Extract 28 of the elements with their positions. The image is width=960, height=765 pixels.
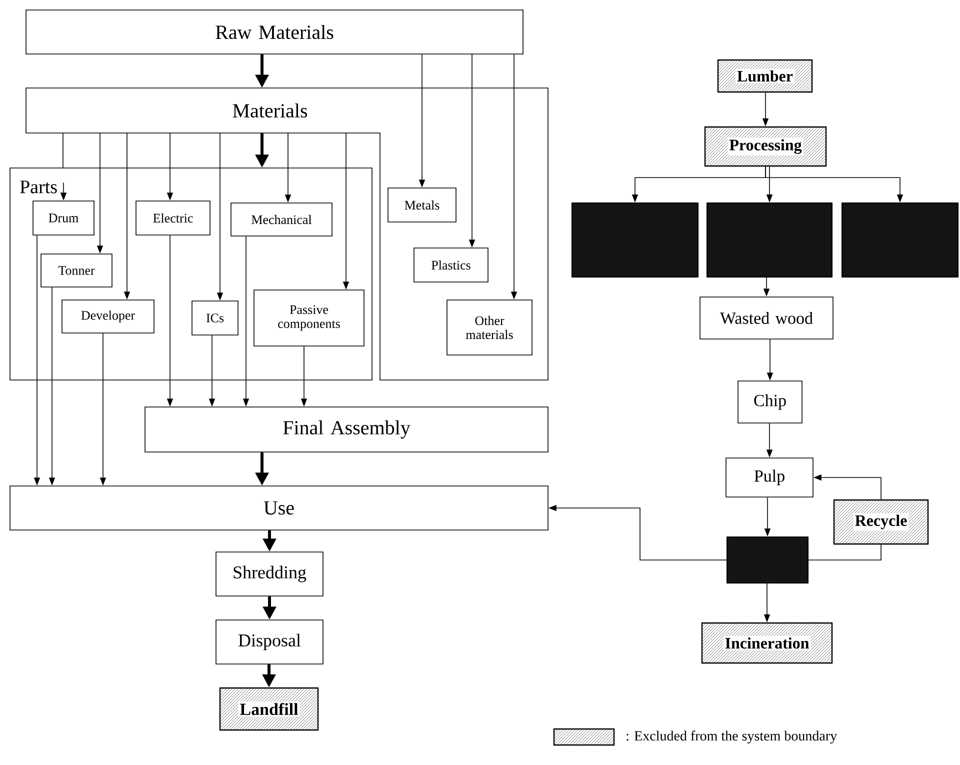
process-box: Passive components [254, 290, 364, 346]
process-box: Disposal [216, 620, 324, 664]
process-box: ICs [192, 300, 238, 336]
excluded-box: Recycle [833, 499, 929, 545]
process-box: Use [10, 486, 548, 530]
process-box: Tonner [40, 254, 112, 288]
excluded-box: Lumber [717, 59, 813, 93]
dark-box [726, 536, 809, 584]
process-box: Mechanical [230, 202, 332, 236]
process-box: Other materials [446, 300, 532, 356]
dark-box [842, 202, 959, 278]
process-box: Raw Materials [26, 10, 524, 54]
process-box: Wasted wood [700, 296, 834, 340]
process-box: Drum [32, 200, 94, 236]
process-box: Plastics [414, 248, 488, 282]
process-box: Shredding [216, 552, 324, 596]
excluded-box: Processing [704, 126, 827, 167]
dark-box [572, 202, 698, 278]
process-box: Chip [738, 380, 802, 424]
process-box: Final Assembly [144, 406, 548, 452]
excluded-box: Incineration [701, 622, 833, 664]
process-box: Electric [136, 200, 210, 236]
process-box: Developer [62, 300, 154, 334]
process-box: Pulp [726, 458, 814, 498]
process-box: Metals [388, 188, 456, 222]
excluded-box: Landfill [219, 687, 319, 731]
legend-text: : Excluded from the system boundary [626, 730, 838, 744]
dark-box [706, 202, 833, 278]
